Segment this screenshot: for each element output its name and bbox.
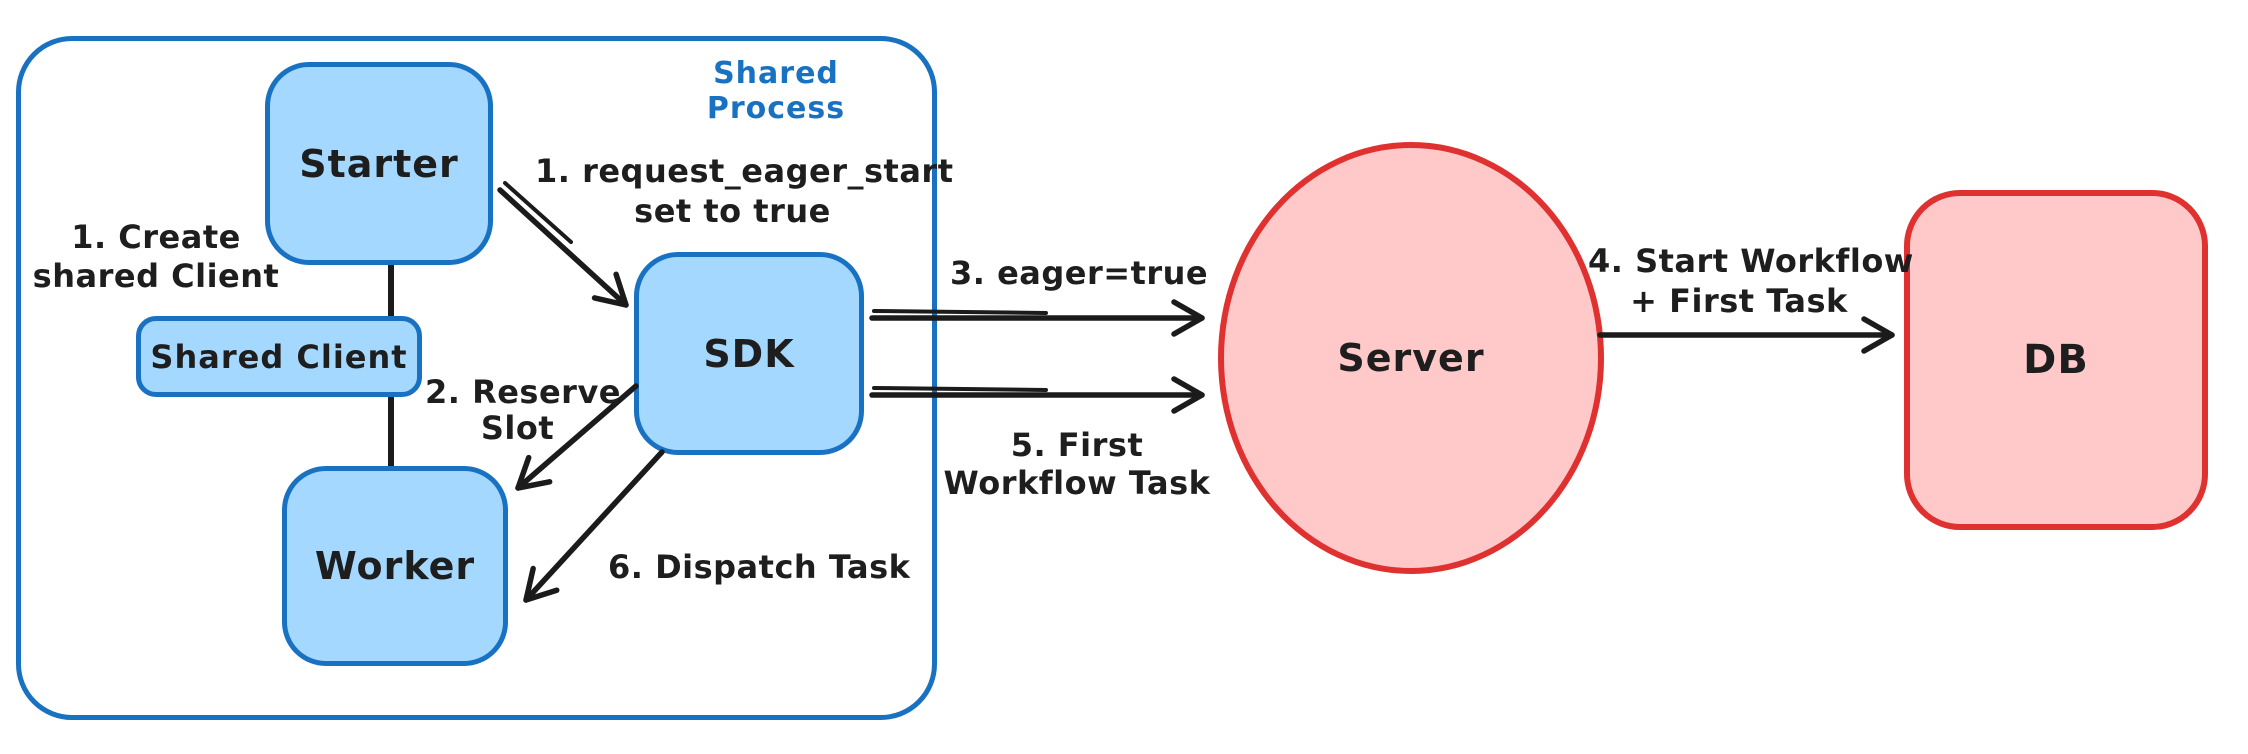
- annotation-eager-true-line1: 3. eager=true: [950, 254, 1209, 292]
- node-server-label: Server: [1337, 336, 1485, 380]
- node-shared-client: Shared Client: [136, 316, 422, 397]
- node-starter: Starter: [265, 62, 493, 265]
- node-worker: Worker: [282, 466, 508, 666]
- shared-process-container: [16, 36, 937, 720]
- annotation-request-eager-start-line1: 1. request_eager_start: [535, 152, 954, 190]
- node-worker-label: Worker: [314, 544, 476, 588]
- annotation-start-workflow-line1: 4. Start Workflow: [1588, 242, 1914, 280]
- annotation-create-shared-client: 1. Create shared Client: [28, 218, 284, 296]
- node-db-label: DB: [2023, 337, 2089, 383]
- node-sdk-label: SDK: [703, 331, 795, 376]
- node-shared-client-label: Shared Client: [150, 337, 408, 376]
- annotation-request-eager-start-line2: set to true: [634, 192, 831, 230]
- node-starter-label: Starter: [299, 141, 459, 186]
- annotation-first-workflow-task-line1: 5. First: [1010, 426, 1144, 464]
- annotation-eager-true: 3. eager=true: [950, 254, 1209, 292]
- node-db: DB: [1904, 190, 2208, 530]
- annotation-start-workflow: 4. Start Workflow + First Task: [1588, 241, 1914, 321]
- annotation-reserve-slot: 2. Reserve Slot: [425, 373, 621, 447]
- node-server: Server: [1218, 142, 1604, 574]
- annotation-request-eager-start: 1. request_eager_start set to true: [535, 151, 954, 231]
- annotation-create-shared-client-line2: shared Client: [32, 257, 280, 295]
- annotation-first-workflow-task: 5. First Workflow Task: [938, 426, 1216, 502]
- annotation-start-workflow-line2: + First Task: [1630, 282, 1848, 320]
- node-sdk: SDK: [634, 252, 864, 455]
- annotation-dispatch-task: 6. Dispatch Task: [608, 548, 911, 586]
- annotation-first-workflow-task-line2: Workflow Task: [943, 464, 1211, 502]
- annotation-reserve-slot-line2: Slot: [480, 409, 555, 447]
- annotation-dispatch-task-line1: 6. Dispatch Task: [608, 548, 911, 586]
- annotation-create-shared-client-line1: 1. Create: [71, 218, 241, 256]
- shared-process-label: Shared Process: [706, 56, 846, 126]
- annotation-reserve-slot-line1: 2. Reserve: [425, 373, 621, 411]
